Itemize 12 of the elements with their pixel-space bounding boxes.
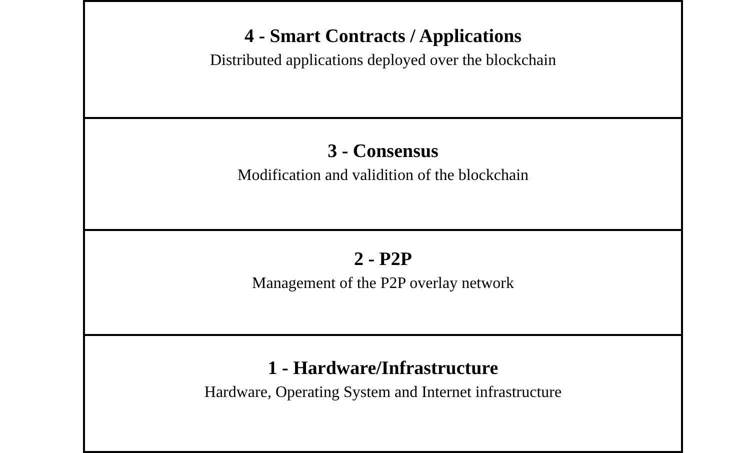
layer-description: Hardware, Operating System and Internet infrastructure xyxy=(204,384,562,402)
layer-box xyxy=(83,229,683,336)
layer-box xyxy=(83,0,683,119)
layer-title: 3 - Consensus xyxy=(328,141,438,163)
layer-box xyxy=(83,117,683,231)
layer-title: 2 - P2P xyxy=(354,249,412,271)
layer-box xyxy=(83,334,683,453)
layer-description: Distributed applications deployed over the blockchain xyxy=(210,52,556,70)
layer-description: Modification and validition of the blockchain xyxy=(237,167,529,185)
layer-description: Management of the P2P overlay network xyxy=(252,275,514,293)
layer-title: 1 - Hardware/Infrastructure xyxy=(268,358,498,380)
layer-title: 4 - Smart Contracts / Applications xyxy=(244,26,522,48)
